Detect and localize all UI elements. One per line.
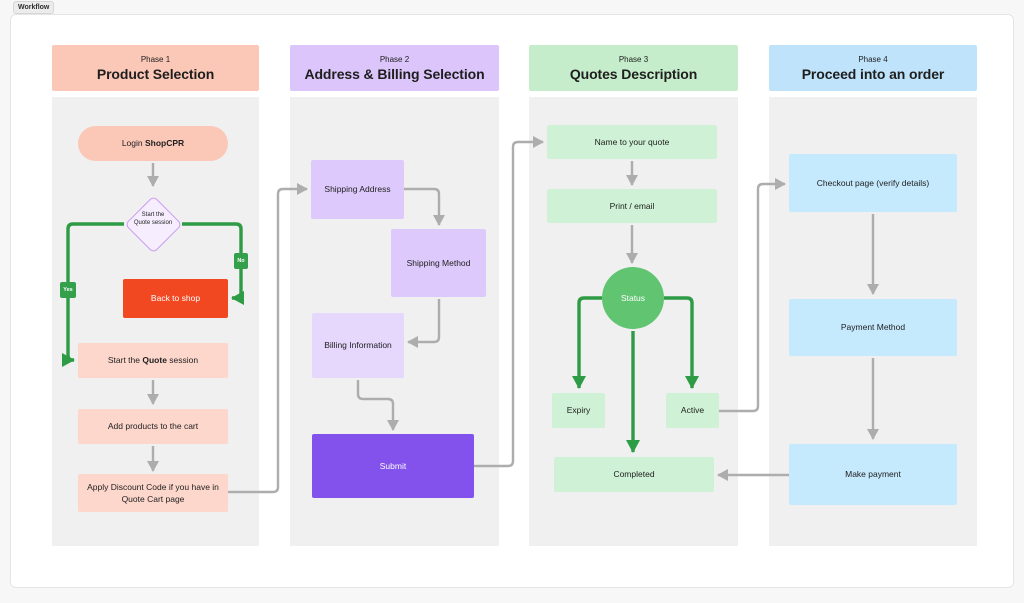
phase-2-title: Address & Billing Selection	[304, 65, 485, 82]
phase-2-header[interactable]: Phase 2 Address & Billing Selection	[290, 45, 499, 91]
node-completed-label: Completed	[613, 469, 655, 480]
decision-diamond-label: Start the Quote session	[133, 212, 173, 227]
workflow-section-chip[interactable]: Workflow	[13, 1, 55, 14]
phase-3-label: Phase 3	[618, 54, 649, 64]
phase-3-title: Quotes Description	[569, 65, 698, 82]
phase-1-title: Product Selection	[96, 65, 215, 82]
node-checkout-page[interactable]: Checkout page (verify details)	[789, 154, 957, 212]
node-make-payment[interactable]: Make payment	[789, 444, 957, 505]
node-make-payment-label: Make payment	[845, 469, 901, 480]
phase-1-label: Phase 1	[140, 54, 171, 64]
edge-label-no: No	[234, 253, 248, 269]
node-shipping-address[interactable]: Shipping Address	[311, 160, 404, 219]
phase-3-header[interactable]: Phase 3 Quotes Description	[529, 45, 738, 91]
node-back-to-shop[interactable]: Back to shop	[123, 279, 228, 318]
node-login-text: Login ShopCPR	[121, 138, 185, 149]
node-back-to-shop-label: Back to shop	[150, 293, 201, 304]
node-print-email[interactable]: Print / email	[547, 189, 717, 223]
node-shipping-method-label: Shipping Method	[406, 257, 471, 268]
node-submit-label: Submit	[379, 460, 407, 471]
node-print-email-label: Print / email	[609, 200, 655, 211]
phase-4-label: Phase 4	[858, 54, 888, 64]
node-expiry[interactable]: Expiry	[552, 393, 605, 428]
node-expiry-label: Expiry	[566, 405, 591, 416]
node-start-quote-text: Start the Quote session	[107, 355, 199, 366]
phase-4-title: Proceed into an order	[801, 65, 945, 82]
node-completed[interactable]: Completed	[554, 457, 714, 492]
node-login-shopcpr[interactable]: Login ShopCPR	[78, 126, 228, 161]
node-start-quote-session[interactable]: Start the Quote session	[78, 343, 228, 378]
node-apply-discount-label: Apply Discount Code if you have in Quote…	[87, 481, 219, 504]
node-active[interactable]: Active	[666, 393, 719, 428]
phase-2-label: Phase 2	[379, 54, 410, 64]
node-name-to-your-quote[interactable]: Name to your quote	[547, 125, 717, 159]
phase-1-header[interactable]: Phase 1 Product Selection	[52, 45, 259, 91]
node-add-products-label: Add products to the cart	[107, 421, 199, 432]
node-payment-method[interactable]: Payment Method	[789, 299, 957, 356]
node-billing-information[interactable]: Billing Information	[312, 313, 404, 378]
phase-4-header[interactable]: Phase 4 Proceed into an order	[769, 45, 977, 91]
node-apply-discount-code[interactable]: Apply Discount Code if you have in Quote…	[78, 474, 228, 512]
node-status-circle[interactable]: Status	[602, 267, 664, 329]
edge-label-yes: Yes	[60, 282, 76, 298]
node-active-label: Active	[680, 405, 705, 416]
node-submit[interactable]: Submit	[312, 434, 474, 498]
diagram-canvas: Phase 1 Product Selection Phase 2 Addres…	[10, 14, 1014, 588]
node-checkout-label: Checkout page (verify details)	[816, 177, 930, 188]
node-name-quote-label: Name to your quote	[594, 136, 670, 147]
node-add-products-to-cart[interactable]: Add products to the cart	[78, 409, 228, 444]
node-shipping-address-label: Shipping Address	[324, 184, 391, 195]
node-billing-information-label: Billing Information	[324, 340, 392, 351]
node-shipping-method[interactable]: Shipping Method	[391, 229, 486, 297]
node-status-label: Status	[620, 292, 646, 303]
node-payment-method-label: Payment Method	[840, 322, 906, 333]
